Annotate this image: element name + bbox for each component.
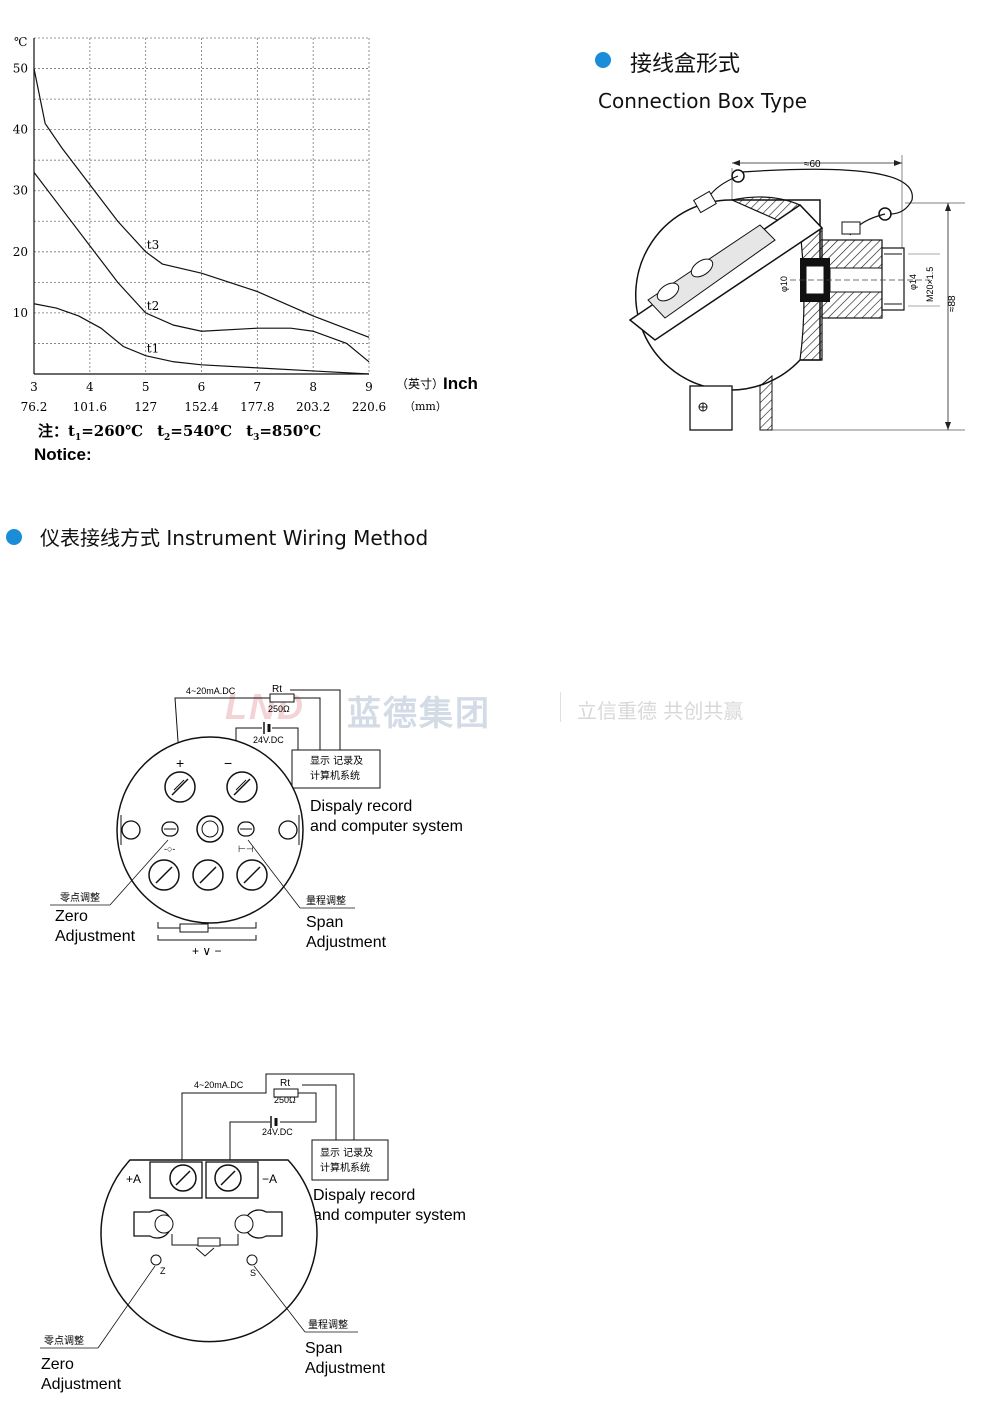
series-line-t3 — [33, 68, 370, 338]
dim-88: ≈88 — [947, 295, 958, 312]
d2-rt: Rt — [280, 1078, 290, 1089]
d2-s: S — [250, 1268, 256, 1278]
notice-t1: =260℃ — [81, 422, 143, 440]
notice-t2: =540℃ — [170, 422, 232, 440]
d2-span-cn: 量程调整 — [308, 1318, 348, 1331]
y-tick-label: 10 — [13, 306, 28, 320]
d1-plus: + — [176, 755, 184, 771]
d2-plus-a: +A — [126, 1172, 141, 1186]
y-unit-label: ℃ — [14, 35, 27, 49]
mm-tick-label: 101.6 — [73, 400, 107, 414]
d1-zero-cn: 零点调整 — [60, 891, 100, 904]
watermark-slogan: 立信重德 共创共赢 — [577, 699, 744, 723]
y-tick-label: 40 — [13, 123, 28, 137]
dim-phi10: φ10 — [779, 276, 789, 292]
d1-power: 24V.DC — [253, 735, 284, 745]
d1-display-cn-1: 显示 记录及 — [310, 755, 363, 767]
x-tick-label: 5 — [142, 380, 150, 394]
y-tick-label: 30 — [13, 184, 28, 198]
chart-series: t3 t2 t1 — [33, 68, 370, 375]
series-line-t2 — [33, 172, 370, 363]
d2-ohm: 250Ω — [274, 1095, 296, 1105]
mm-tick-label: 177.8 — [240, 400, 274, 414]
d1-display-en-2: and computer system — [310, 818, 463, 835]
d2-zero-en-1: Zero — [41, 1356, 74, 1373]
y-tick-label: 50 — [13, 62, 28, 76]
d2-current: 4~20mA.DC — [194, 1080, 244, 1090]
notice-t3: =850℃ — [259, 422, 321, 440]
mm-unit-label: （mm） — [404, 400, 447, 413]
x-unit-cn: （英寸） — [396, 377, 444, 391]
notice-label: Notice: — [34, 445, 92, 464]
temperature-chart: t3 t2 t1 3 4 5 6 7 8 9 76.2 101.6 127 152.4 177.8 203.… — [13, 35, 478, 464]
d2-z: Z — [160, 1266, 166, 1276]
dim-60: ≈60 — [804, 159, 821, 170]
d1-display-en-1: Dispaly record — [310, 798, 412, 815]
d1-span-en-1: Span — [306, 914, 343, 931]
dim-phi14: φ14 — [908, 274, 918, 290]
x-tick-label: 3 — [30, 380, 38, 394]
d2-display-cn-1: 显示 记录及 — [320, 1147, 373, 1159]
x-tick-label: 9 — [365, 380, 373, 394]
mm-tick-label: 203.2 — [296, 400, 330, 414]
mm-tick-label: 76.2 — [21, 400, 48, 414]
d1-span-symbol: ⊢⊣ — [238, 844, 254, 854]
mm-tick-label: 152.4 — [184, 400, 219, 414]
d2-span-en-2: Adjustment — [305, 1360, 386, 1377]
mm-tick-label: 127 — [134, 400, 157, 414]
conn-box-title-cn: 接线盒形式 — [630, 52, 741, 77]
watermark-logo: LND — [225, 686, 305, 727]
y-tick-label: 20 — [13, 245, 28, 259]
mm-tick-label: 220.6 — [352, 400, 386, 414]
d1-minus: − — [224, 755, 232, 771]
d2-zero-en-2: Adjustment — [41, 1376, 122, 1393]
d2-minus-a: −A — [262, 1172, 277, 1186]
d1-rt: Rt — [272, 684, 282, 695]
d1-zero-symbol: -○- — [164, 844, 175, 854]
series-line-t1 — [33, 303, 370, 375]
dim-m20: M20×1.5 — [925, 267, 935, 302]
series-label-t2: t2 — [147, 299, 159, 313]
d1-bottom-pm: + ∨ − — [192, 944, 221, 958]
chart-grid — [33, 37, 370, 374]
d2-span-en-1: Span — [305, 1340, 342, 1357]
conn-box-title-en: Connection Box Type — [598, 89, 807, 113]
watermark: LND 蓝德集团 立信重德 共创共赢 — [225, 686, 785, 734]
series-label-t3: t3 — [147, 238, 159, 252]
d2-display-en-2: and computer system — [313, 1207, 466, 1224]
section-bullet-icon — [595, 52, 611, 68]
watermark-divider — [560, 692, 561, 722]
d1-span-cn: 量程调整 — [306, 894, 346, 907]
d1-zero-en-2: Adjustment — [55, 928, 136, 945]
d1-zero-en-1: Zero — [55, 908, 88, 925]
x-tick-label: 7 — [254, 380, 262, 394]
d2-power: 24V.DC — [262, 1127, 293, 1137]
notice-prefix: 注：t — [38, 422, 75, 440]
d1-span-en-2: Adjustment — [306, 934, 387, 951]
d2-zero-cn: 零点调整 — [44, 1334, 84, 1347]
d1-ohm: 250Ω — [268, 704, 290, 714]
d1-display-cn-2: 计算机系统 — [310, 769, 360, 782]
x-unit-label: Inch — [443, 374, 478, 393]
wiring-title: 仪表接线方式 Instrument Wiring Method — [40, 526, 429, 550]
chart-axes — [33, 38, 369, 375]
x-tick-label: 6 — [198, 380, 206, 394]
watermark-brand: 蓝德集团 — [347, 694, 491, 734]
d2-display-en-1: Dispaly record — [313, 1187, 415, 1204]
series-label-t1: t1 — [147, 342, 159, 356]
wiring-bullet-icon — [6, 529, 22, 545]
connection-box-drawing: ≈60 ≈88 φ10 φ14 M20×1.5 — [628, 155, 965, 431]
d1-bottom-terminals — [148, 859, 268, 891]
d1-current: 4~20mA.DC — [186, 686, 236, 696]
x-tick-label: 8 — [309, 380, 317, 394]
chart-ticks: 3 4 5 6 7 8 9 76.2 101.6 127 152.4 177.8 203.2 220.6 1… — [13, 62, 386, 414]
d2-display-cn-2: 计算机系统 — [320, 1161, 370, 1174]
x-tick-label: 4 — [86, 380, 94, 394]
